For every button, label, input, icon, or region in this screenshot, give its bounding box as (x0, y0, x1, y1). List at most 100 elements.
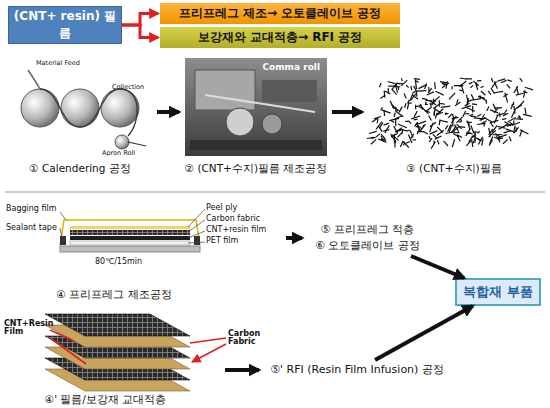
cnt-flake (427, 92, 434, 95)
cnt-flake (436, 91, 444, 95)
cnt-flake (406, 85, 408, 87)
cnt-flake (525, 108, 526, 115)
part-label: Sealant tape (6, 224, 57, 232)
cnt-flake (397, 87, 399, 90)
cnt-flake (461, 84, 464, 93)
prepreg-layup-illustration-part (60, 246, 200, 252)
cnt-flake (395, 109, 398, 111)
flow-arrow (157, 110, 179, 114)
calender-illustration-part (61, 89, 99, 127)
cnt-flake (403, 141, 409, 148)
cnt-flake (488, 91, 491, 95)
cnt-flake (465, 113, 469, 114)
prepreg-layup-illustration-part (70, 236, 190, 240)
cnt-flake (398, 124, 407, 128)
cnt-flake (433, 103, 440, 108)
cnt-flake (491, 78, 492, 82)
cnt-flake (435, 109, 441, 112)
cnt-flake (459, 81, 466, 87)
cnt-flake (399, 107, 402, 113)
cnt-flake (481, 91, 485, 95)
cnt-flake (502, 118, 506, 119)
cnt-flake (504, 131, 511, 133)
cnt-flake (440, 120, 448, 122)
cnt-flake (445, 113, 449, 114)
cnt-flake (407, 103, 409, 110)
figure-caption: ④' 필름/보강재 교대적층 (8, 393, 203, 407)
cnt-flake (520, 78, 523, 82)
figure-caption: ④ 프리프레그 제조공정 (4, 288, 224, 302)
prepreg-layup-illustration-part (70, 226, 190, 229)
part-label: Bagging film (6, 205, 57, 213)
cnt-flake (431, 142, 435, 149)
cnt-flake (494, 82, 497, 89)
cnt-flake (410, 134, 413, 139)
figure-caption: ③ (CNT+수지)필름 (365, 162, 543, 176)
cnt-flake (408, 121, 411, 124)
film-fabric-stack-illustration-part (45, 314, 190, 336)
cnt-flake (482, 121, 487, 124)
cnt-flake (376, 134, 380, 137)
cnt-flake (463, 111, 466, 117)
cnt-flake (478, 137, 482, 145)
calender-illustration-part (28, 70, 40, 89)
cnt-flake (378, 126, 382, 131)
cnt-flake (457, 99, 459, 103)
cnt-flake (429, 136, 430, 139)
cnt-flake (371, 139, 376, 144)
cnt-flake (439, 119, 441, 125)
cnt-flake (445, 125, 448, 129)
prepreg-layup-illustration-part (60, 209, 205, 243)
cnt-flake (490, 137, 493, 144)
cnt-flake (453, 134, 459, 137)
cnt-flake (381, 134, 385, 139)
cnt-flake (451, 116, 456, 123)
cnt-flake (394, 134, 395, 143)
comma-roll-photo-part (262, 114, 282, 134)
cnt-flake (507, 125, 511, 127)
cnt-flake (378, 139, 386, 143)
cnt-flake (419, 107, 424, 110)
cnt-flake (525, 87, 533, 90)
cnt-flake (523, 92, 527, 93)
cnt-flake (492, 81, 497, 87)
node-text: ⑤ 프리프레그 적층 (305, 222, 430, 238)
part-label: 80℃/15min (95, 258, 142, 266)
flow-arrow (332, 110, 362, 114)
cnt-flake (392, 135, 398, 141)
cnt-flake (503, 139, 508, 143)
figure-caption: ① Calendering 공정 (5, 162, 155, 176)
cnt-flake (470, 85, 473, 88)
cnt-flake (474, 117, 484, 119)
prepreg-layup-illustration (60, 209, 205, 252)
cnt-flake (470, 116, 476, 118)
source-box: (CNT+ resin) 필름 (8, 6, 122, 44)
cnt-flake (400, 142, 403, 147)
cnt-flake (432, 99, 434, 105)
part-label: Carbon fabric (206, 215, 260, 223)
node-text: ⑥ 오토클레이브 공정 (305, 238, 430, 254)
cnt-flake (391, 120, 395, 122)
cnt-flake (484, 123, 485, 127)
cnt-flake (520, 130, 522, 137)
cnt-flake (451, 86, 452, 89)
cnt-flake (467, 120, 470, 125)
cnt-flake (474, 131, 478, 132)
cnt-flake (395, 111, 401, 115)
cnt-flake (491, 88, 495, 94)
comma-roll-photo-part (262, 80, 317, 102)
cnt-flake (509, 136, 511, 141)
cnt-flake (466, 139, 472, 145)
part-label: CNT+resin film (206, 226, 266, 234)
cnt-flake (411, 116, 420, 119)
node-text: 보강재와 교대적층→ RFI 공정 (198, 29, 363, 46)
cnt-flake (371, 137, 376, 138)
cnt-flake (429, 116, 432, 121)
cnt-flake (505, 93, 508, 103)
comma-roll-photo (185, 58, 327, 156)
cnt-flake (487, 107, 489, 111)
cnt-flake (501, 80, 507, 82)
prepreg-layup-illustration-part (60, 236, 66, 245)
cnt-flake (472, 136, 476, 137)
